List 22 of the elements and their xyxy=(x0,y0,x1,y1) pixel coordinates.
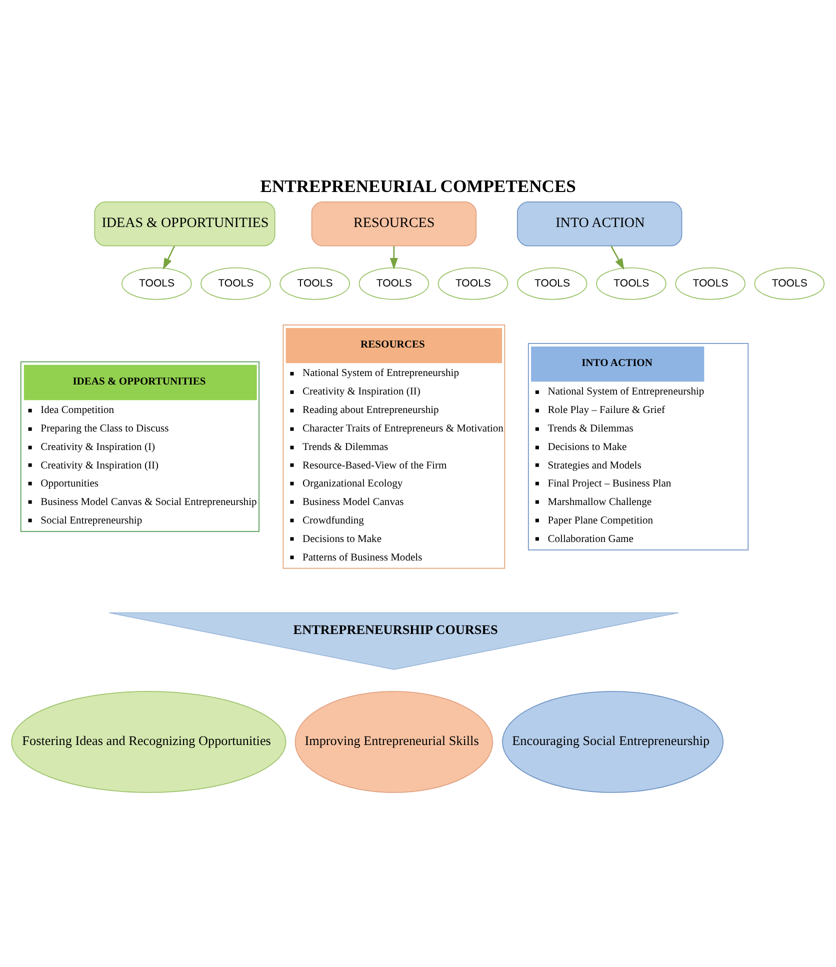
node-box: RESOURCES National System of Entrepreneurship Creativity & Inspiration (II) Reading about Entrepreneurship Character Traits of Entrepreneurs & Motivation Trends & Dilemmas Resource-Based-View of the Firm Organizational Ecology Business Model Canvas Crowdfunding Decisions to Make Patterns of Business Models xyxy=(282,324,506,568)
arrow xyxy=(163,245,176,270)
node-box: RESOURCES xyxy=(311,200,477,246)
diagram-title: ENTREPRENEURIAL COMPETENCES xyxy=(260,176,576,196)
node-ellipse: Improving Entrepreneurial Skills xyxy=(294,690,494,792)
node-ellipse: TOOLS xyxy=(754,266,825,300)
node-box: IDEAS & OPPORTUNITIES xyxy=(94,200,276,246)
arrow xyxy=(390,246,398,269)
node-ellipse: Fostering Ideas and Recognizing Opportunities xyxy=(11,690,286,792)
node-ellipse: TOOLS xyxy=(358,266,430,300)
node-ellipse: TOOLS xyxy=(675,266,746,300)
node-ellipse: TOOLS xyxy=(438,266,508,300)
node-ellipse: TOOLS xyxy=(516,266,588,300)
node-box: IDEAS & OPPORTUNITIES Idea Competition Preparing the Class to Discuss Creativity & Inspiration (I) Creativity & Inspiration (II) Opportunities Business Model Canvas & Social Entrepreneurship Social Entrepreneurship xyxy=(20,360,260,532)
node-ellipse: TOOLS xyxy=(121,266,192,300)
arrow xyxy=(610,245,624,270)
node-ellipse: TOOLS xyxy=(596,266,666,300)
node-ellipse: Encouraging Social Entrepreneurship xyxy=(502,690,724,792)
node-box: INTO ACTION xyxy=(516,200,682,246)
node-ellipse: TOOLS xyxy=(280,266,350,300)
node-box: INTO ACTION National System of Entrepreneurship Role Play – Failure & Grief Trends & Dilemmas Decisions to Make Strategies and Models Final Project – Business Plan Marshmallow Challenge Paper Plane Competition Collaboration Game xyxy=(528,342,749,550)
node-ellipse: TOOLS xyxy=(200,266,271,300)
